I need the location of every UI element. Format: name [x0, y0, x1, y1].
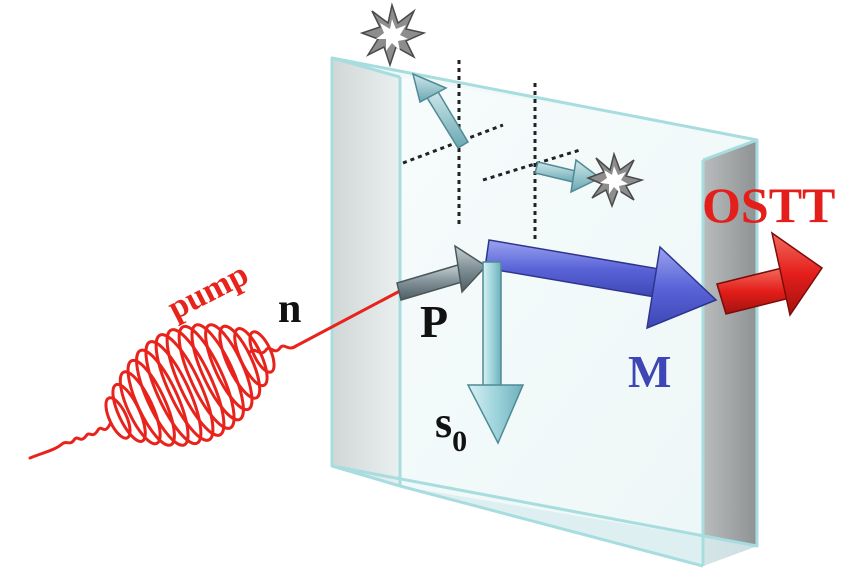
pump-coil-loop: [190, 323, 245, 422]
s0-label-sub: 0: [452, 425, 467, 458]
slab-left-face: [332, 58, 400, 486]
pump-coil-loop: [165, 328, 226, 437]
pump-coil-loop: [126, 358, 176, 447]
ostt-label: OSTT: [702, 177, 835, 233]
p-label: P: [420, 296, 448, 347]
slab-right-face: [703, 140, 757, 566]
spin-arrow-small-1: [411, 72, 470, 150]
pump-tail: [28, 422, 112, 460]
guide-line: [482, 148, 581, 182]
pump-coil-loop: [104, 396, 132, 440]
pump-wavepacket: [104, 323, 276, 447]
pump-coil-loop: [233, 327, 269, 388]
pump-coil-loop: [177, 324, 236, 430]
pump-label: pump: [162, 256, 255, 328]
guide-line: [402, 123, 504, 165]
sample-slab: [330, 56, 759, 568]
spark-icon: [359, 2, 427, 68]
slab-front-face: [400, 77, 757, 546]
slab-bottom-face: [332, 466, 757, 566]
polarization-arrow: [396, 244, 488, 301]
spin-arrow-small-2: [534, 158, 602, 194]
pump-coil-loop: [218, 324, 262, 400]
s0-label-main: s: [435, 398, 452, 447]
s0-label: s0: [435, 398, 467, 458]
pump-coil-loop: [118, 370, 162, 446]
spark-icon: [585, 151, 645, 209]
pump-pulse: [28, 290, 400, 460]
pump-coil-loop: [135, 348, 190, 447]
m-label: M: [628, 346, 671, 397]
pump-coil-loop: [144, 340, 203, 446]
pump-coil-loop: [154, 333, 215, 442]
pump-beam-line: [294, 290, 400, 348]
ostt-arrow: [716, 231, 824, 317]
pump-coil-loop: [248, 330, 276, 374]
magnetization-arrow: [484, 239, 718, 330]
spin-s0-arrow: [466, 261, 525, 445]
pump-lead: [248, 344, 298, 355]
n-label: n: [278, 286, 301, 332]
